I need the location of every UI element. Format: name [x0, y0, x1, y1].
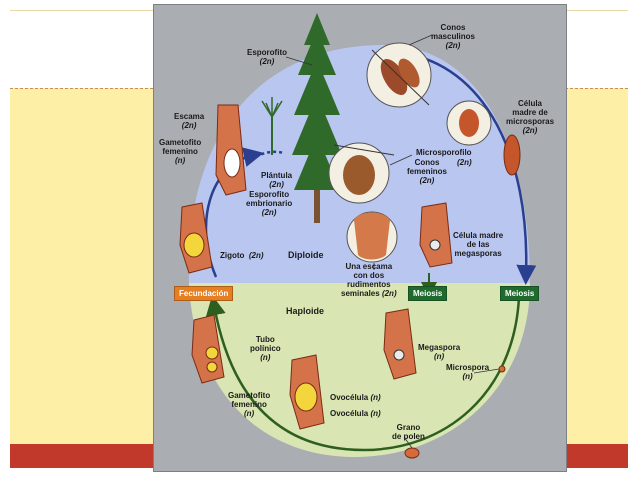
pollen-tube-egg-1	[205, 346, 219, 360]
microsporophyll-inset	[446, 100, 492, 146]
fertilization-badge: Fecundación	[174, 286, 234, 301]
microsporophyll-ploidy: (2n)	[457, 158, 472, 167]
megaspore-mother-cell-label: Célula madre de las megasporas	[453, 231, 504, 258]
female-gametophyte-bottom-shape	[294, 382, 318, 412]
haploid-region	[189, 283, 530, 457]
megaspore-mother-ovule	[419, 202, 453, 268]
egg-cell-2-label: Ovocélula (n)	[330, 409, 381, 418]
female-cone-inset	[328, 142, 395, 204]
pine-tree-illustration	[292, 13, 342, 223]
pollen-tube-label: Tubo polínico (n)	[250, 335, 281, 362]
haploid-cycle-arrow	[205, 295, 521, 452]
egg-cell-1-label: Ovocélula (n)	[330, 393, 381, 402]
pollen-grain-shape	[404, 447, 420, 459]
diploid-cycle-arrow	[401, 51, 537, 285]
sporophyte-label: Esporofito(2n)	[247, 48, 287, 66]
diagram-artwork	[179, 13, 537, 459]
microspore-mother-cell-label: Célula madre de microsporas (2n)	[506, 99, 555, 135]
pine-life-cycle-diagram: Diploide Haploide Fecundación Meiosis Me…	[153, 4, 567, 472]
diploid-zone-label: Diploide	[288, 250, 324, 260]
megaspore-mother-cell-shape	[429, 239, 441, 251]
ovuliferous-scale-inset	[346, 211, 398, 263]
meiosis-right-badge: Meiosis	[500, 286, 540, 301]
embryonic-sporophyte-label: Esporofito embrionario (2n)	[246, 190, 293, 217]
meiosis-left-badge: Meiosis	[408, 286, 448, 301]
female-cones-label: Conos femeninos (2n)	[407, 158, 448, 185]
microspore-mother-cell-sac	[503, 134, 521, 176]
microspore-label: Microspora(n)	[446, 363, 490, 381]
microspore-dot	[498, 365, 506, 373]
pollen-grain-label: Grano de polen	[392, 423, 425, 441]
zygote-shape	[183, 232, 205, 258]
megaspore-ovule	[383, 308, 417, 380]
scale-two-ovules-label: Una escama con dos rudimentos seminales …	[341, 262, 397, 298]
female-gametophyte-top-shape	[223, 148, 241, 178]
pollen-tube-egg-2	[206, 361, 218, 373]
megaspore-label: Megaspora(n)	[418, 343, 461, 361]
seedling-arrow	[255, 150, 285, 159]
female-gametophyte-top-label: Gametofito femenino (n)	[159, 138, 202, 165]
megaspore-shape	[393, 349, 405, 361]
microsporophyll-label: Microsporofilo	[416, 148, 472, 157]
female-gametophyte-bottom-label: Gametofito femenino (n)	[228, 391, 271, 418]
haploid-zone-label: Haploide	[286, 306, 325, 316]
seedling-illustration	[261, 97, 283, 155]
male-cones-inset	[366, 42, 432, 108]
male-cones-label: Conos masculinos(2n)	[430, 23, 475, 50]
seedling-label: Plántula(2n)	[261, 171, 293, 189]
zygote-label: Zigoto (2n)	[220, 251, 264, 260]
scale-label: Escama(2n)	[174, 112, 205, 130]
